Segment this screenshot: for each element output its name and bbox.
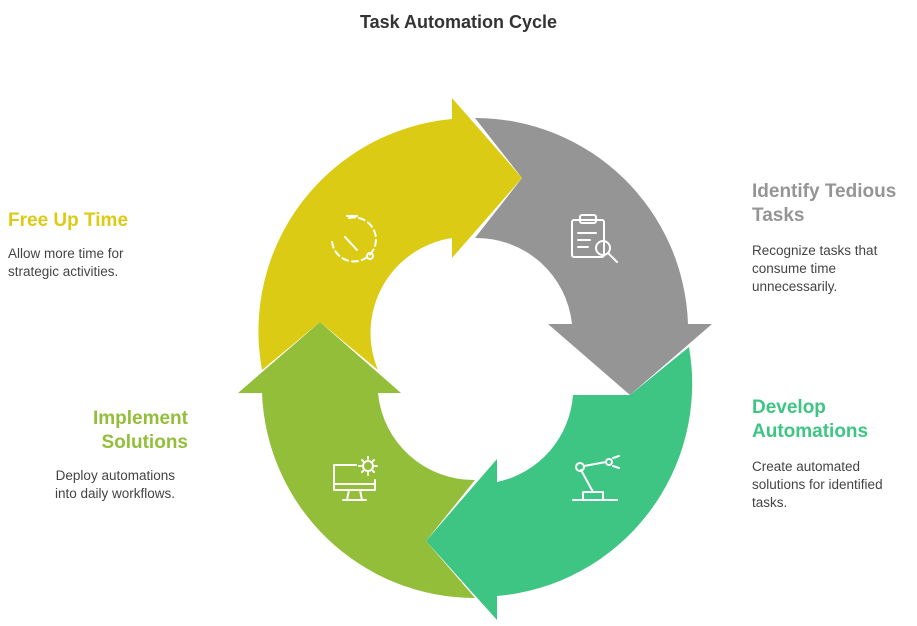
clipboard-search-icon <box>571 214 618 263</box>
step-desc-identify: Recognize tasks that consume time unnece… <box>752 243 878 294</box>
step-desc-free-up: Allow more time for strategic activities… <box>8 246 124 279</box>
monitor-gear-icon <box>333 456 378 501</box>
step-title-implement: Implement Solutions <box>92 408 188 453</box>
step-desc-implement: Deploy automations into daily workflows. <box>54 468 175 501</box>
segment-free-up <box>258 98 522 370</box>
segment-develop <box>426 347 693 620</box>
step-desc-develop: Create automated solutions for identifie… <box>752 459 883 510</box>
stopwatch-icon <box>331 215 377 263</box>
diagram-title: Task Automation Cycle <box>359 12 558 32</box>
step-title-free-up: Free Up Time <box>8 210 129 231</box>
step-title-develop: Develop Automations <box>752 397 869 442</box>
robot-arm-icon <box>572 455 620 501</box>
step-title-identify: Identify Tedious Tasks <box>752 181 897 226</box>
segment-implement <box>238 322 475 599</box>
